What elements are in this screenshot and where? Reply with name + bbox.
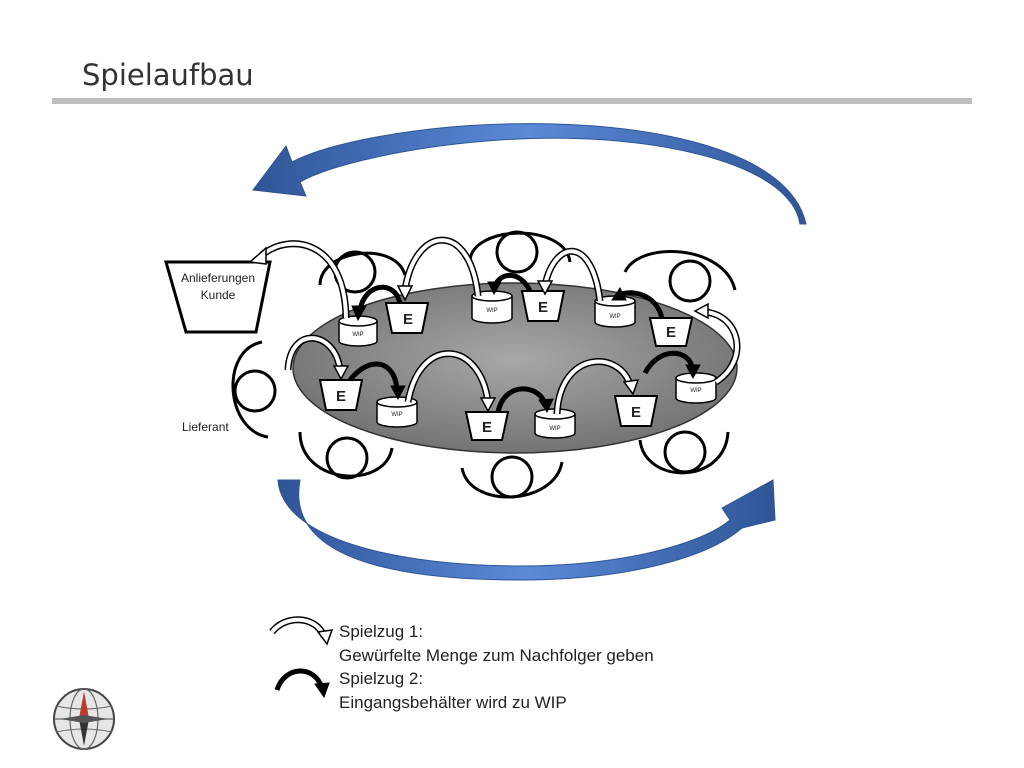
input-bin-label: E <box>666 324 676 341</box>
move1-arrow <box>404 350 497 413</box>
legend-move2-arrow <box>274 668 330 699</box>
compass-icon <box>53 688 115 750</box>
player-bottom-left <box>298 431 394 480</box>
move1-arrow <box>248 240 350 319</box>
input-bin-label: E <box>336 388 346 405</box>
legend-move2-title: Spielzug 2: <box>339 669 424 688</box>
move2-arrow <box>611 287 665 319</box>
wip-container: WIP <box>675 372 717 404</box>
input-bin-label: E <box>482 419 492 436</box>
player-supplier <box>231 340 277 439</box>
legend-move1-title: Spielzug 1: <box>339 622 424 641</box>
move2-arrow <box>348 361 406 401</box>
move2-arrow <box>351 284 403 322</box>
legend: Spielzug 1: Gewürfelte Menge zum Nachfol… <box>339 620 654 714</box>
move2-arrow <box>495 386 554 414</box>
page-title: Spielaufbau <box>82 58 254 92</box>
wip-label: WIP <box>690 388 701 394</box>
input-bin-label: E <box>538 299 548 316</box>
legend-move1-arrow <box>269 616 334 646</box>
wip-label: WIP <box>352 332 363 338</box>
move1-arrow <box>396 236 482 302</box>
move1-arrow <box>693 302 741 385</box>
customer-label-line2: Kunde <box>201 288 236 302</box>
top-flow-arrow <box>252 123 807 225</box>
player-bottom-center <box>460 455 564 499</box>
title-divider <box>52 98 972 104</box>
input-bin: E <box>318 379 364 411</box>
player-bottom-right <box>638 430 730 475</box>
wip-label: WIP <box>391 412 402 418</box>
customer-label-line1: Anlieferungen <box>181 271 255 285</box>
input-bin: E <box>384 302 430 334</box>
wip-label: WIP <box>549 426 560 432</box>
input-bin: E <box>613 395 659 427</box>
wip-label: WIP <box>609 314 620 320</box>
move2-arrow <box>487 272 533 296</box>
player-top-right <box>623 250 737 303</box>
move2-arrow <box>642 350 701 380</box>
legend-move1-text: Gewürfelte Menge zum Nachfolger geben <box>339 645 654 665</box>
input-bin-label: E <box>631 404 641 421</box>
input-bin-label: E <box>403 311 413 328</box>
customer-delivery-box: Anlieferungen Kunde <box>164 260 272 334</box>
input-bin: E <box>648 317 694 347</box>
player-top-left <box>318 250 407 294</box>
move1-arrow <box>536 247 604 302</box>
wip-container: WIP <box>471 290 513 324</box>
input-bin: E <box>520 290 566 322</box>
supplier-label: Lieferant <box>182 420 229 434</box>
input-bin: E <box>464 411 510 441</box>
wip-label: WIP <box>486 308 497 314</box>
legend-move2-text: Eingangsbehälter wird zu WIP <box>339 692 567 712</box>
bottom-flow-arrow <box>277 479 776 581</box>
wip-container: WIP <box>534 408 576 439</box>
move1-arrow <box>553 358 640 415</box>
move1-arrow <box>284 334 350 381</box>
